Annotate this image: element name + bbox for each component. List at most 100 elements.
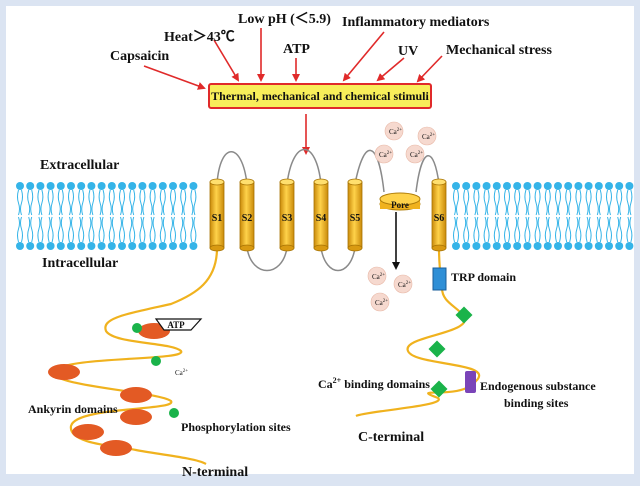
lipid-tail xyxy=(507,216,510,243)
lipid-tail xyxy=(517,216,521,243)
calcium-ion: Ca2+ xyxy=(367,266,387,286)
lipid-head xyxy=(543,242,552,250)
label-ca-binding-domains: Ca2+ binding domains xyxy=(318,376,430,392)
lipid-head xyxy=(452,182,460,190)
lipid-head xyxy=(138,182,147,190)
lipid-tail xyxy=(183,216,187,243)
lipid-tail xyxy=(139,216,143,243)
lipid-tail xyxy=(626,189,630,216)
lipid-tail xyxy=(88,216,92,243)
lipid-tail xyxy=(119,189,122,216)
calcium-ion: Ca2+ xyxy=(175,369,188,377)
lipid-tail xyxy=(537,216,541,243)
lipid-tail xyxy=(565,216,569,243)
ankyrin-domain xyxy=(72,424,104,440)
lipid-tail xyxy=(544,189,548,216)
helix-s1: S1 xyxy=(209,178,225,252)
helix-s6: S6 xyxy=(431,178,447,252)
ca-binding-domains xyxy=(428,306,473,398)
lipid-tail xyxy=(568,216,572,243)
lipid-tail xyxy=(544,216,548,243)
lipid-tail xyxy=(142,189,146,216)
label-intracellular: Intracellular xyxy=(42,256,119,271)
lipid-tail xyxy=(555,189,558,216)
lipid-tail xyxy=(193,189,197,216)
lipid-tail xyxy=(98,216,102,243)
lipid-tail xyxy=(81,189,85,216)
loop-s5-pore xyxy=(354,149,385,193)
lipid-head xyxy=(46,242,55,250)
lipid-tail xyxy=(504,189,507,216)
helix-s2: S2 xyxy=(239,178,255,252)
label-capsaicin: Capsaicin xyxy=(110,49,170,64)
svg-text:Ca2+: Ca2+ xyxy=(175,369,188,377)
lipid-tail xyxy=(40,189,44,216)
lipid-tail xyxy=(91,216,95,243)
lipid-head xyxy=(46,182,55,190)
lipid-tail xyxy=(534,189,538,216)
lipid-tail xyxy=(466,216,470,243)
lipid-tail xyxy=(609,216,612,243)
lipid-tail xyxy=(507,189,510,216)
ankyrin-domain xyxy=(48,364,80,380)
lipid-tail xyxy=(78,189,82,216)
svg-text:Ca2+: Ca2+ xyxy=(398,281,411,289)
lipid-head xyxy=(26,182,35,190)
lipid-tail xyxy=(78,216,82,243)
lipid-head xyxy=(584,182,593,190)
lipid-tail xyxy=(129,189,133,216)
loop-s4-s5 xyxy=(320,247,356,272)
lipid-head xyxy=(118,242,126,250)
lipid-tail xyxy=(170,216,173,243)
lipid-tail xyxy=(68,189,71,216)
label-n-terminal: N-terminal xyxy=(182,465,249,480)
arrow-heat xyxy=(213,39,240,82)
helix-label: S4 xyxy=(316,213,327,224)
lipid-head xyxy=(67,242,75,250)
lipid-tail xyxy=(547,216,551,243)
lipid-tail xyxy=(609,189,612,216)
lipid-tail xyxy=(463,216,467,243)
lipid-tail xyxy=(119,216,122,243)
calcium-ion: Ca2+ xyxy=(393,274,413,294)
arrow-uv xyxy=(376,57,405,82)
lipid-tail xyxy=(183,189,187,216)
lipid-tail xyxy=(173,189,176,216)
lipid-head xyxy=(189,242,198,250)
lipid-tail xyxy=(111,189,115,216)
lipid-tail xyxy=(149,216,153,243)
lipid-head xyxy=(574,242,583,250)
lipid-tail xyxy=(578,216,582,243)
lipid-tail xyxy=(98,189,102,216)
lipid-head xyxy=(179,182,188,190)
lipid-tail xyxy=(139,189,143,216)
trp-domain-box xyxy=(432,267,447,291)
lipid-head xyxy=(625,242,634,250)
lipid-tail xyxy=(619,216,623,243)
lipid-tail xyxy=(68,216,71,243)
lipid-head xyxy=(87,242,96,250)
lipid-tail xyxy=(619,189,623,216)
lipid-tail xyxy=(149,189,153,216)
lipid-head xyxy=(492,182,501,190)
pore-label: Pore xyxy=(391,200,409,210)
lipid-head xyxy=(513,242,522,250)
lipid-head xyxy=(574,182,583,190)
pore: Pore xyxy=(379,192,421,270)
lipid-tail xyxy=(588,216,592,243)
label-low-ph: Low pH (＜5.9) xyxy=(238,12,331,27)
lipid-head xyxy=(605,182,613,190)
arrow-capsaicin xyxy=(143,65,206,90)
lipid-tail xyxy=(57,189,61,216)
lipid-tail xyxy=(517,189,521,216)
phosphorylation-sites xyxy=(132,323,179,418)
lipid-head xyxy=(482,242,491,250)
lipid-head xyxy=(462,242,471,250)
svg-text:Ca2+: Ca2+ xyxy=(379,151,392,159)
lipid-tail xyxy=(152,189,156,216)
lipid-tail xyxy=(57,216,61,243)
calcium-ion: Ca2+ xyxy=(370,292,390,312)
ca-binding-domain xyxy=(455,306,473,324)
calcium-ion: Ca2+ xyxy=(384,121,404,141)
